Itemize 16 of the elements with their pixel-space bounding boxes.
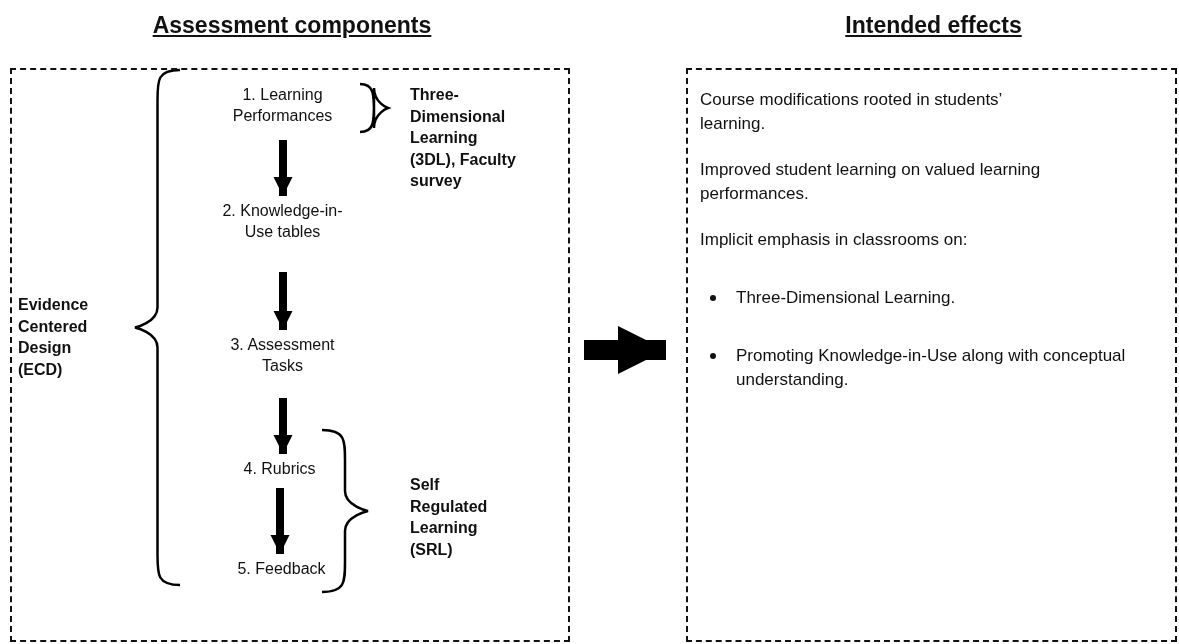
arrow xyxy=(584,326,666,374)
step-text: 3. Assessment Tasks xyxy=(209,333,356,394)
paragraph: Implicit emphasis in classrooms on: xyxy=(700,229,969,251)
paragraph: Course modifications rooted in students’ learning. xyxy=(700,89,1003,135)
step-text: 2. Knowledge-in-Use tables xyxy=(209,199,356,268)
annotation-text: Self Regulated Learning (SRL) xyxy=(410,475,489,560)
bullet-text: Three-Dimensional Learning. xyxy=(736,287,957,309)
step-text: 5. Feedback xyxy=(221,557,342,584)
step-text: 1. Learning Performances xyxy=(217,83,348,136)
annotation-text: Three-Dimensional Learning (3DL), Faculty survey xyxy=(410,85,517,192)
paragraph: Improved student learning on valued learning performances. xyxy=(700,159,1042,205)
step-text: 4. Rubrics xyxy=(229,457,330,484)
section-heading: Intended effects xyxy=(844,12,1023,39)
bullet-text: Promoting Knowledge-in-Use along with conceptual understanding. xyxy=(736,345,1127,391)
section-heading: Assessment components xyxy=(151,12,433,39)
annotation-text: Evidence Centered Design (ECD) xyxy=(18,295,90,380)
